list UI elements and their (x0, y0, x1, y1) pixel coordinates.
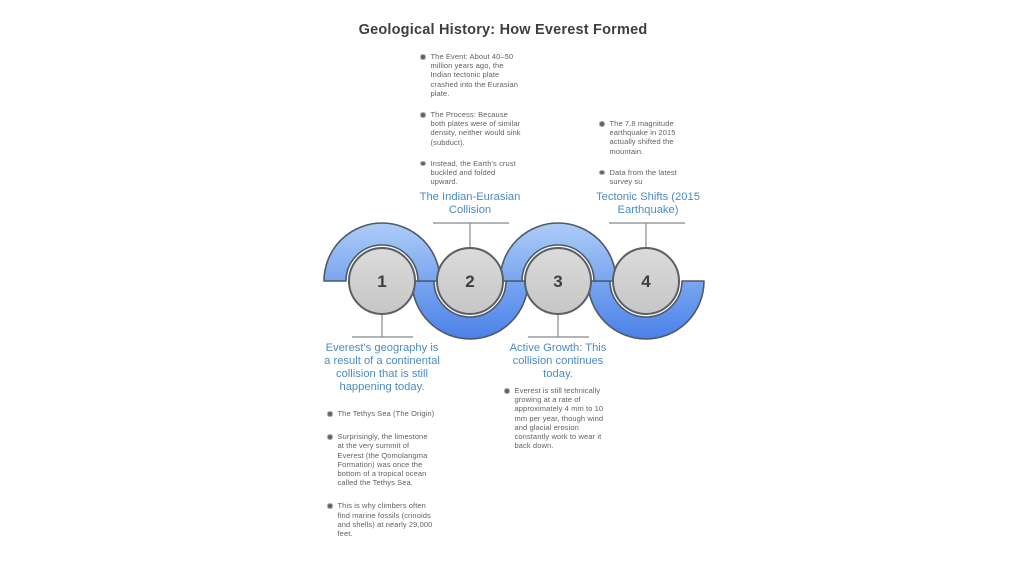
step4-notes: The 7.8 magnitude earthquake in 2015 act… (599, 119, 689, 186)
bullet-dot-icon (420, 160, 426, 167)
list-item: The 7.8 magnitude earthquake in 2015 act… (599, 119, 689, 156)
page-title: Geological History: How Everest Formed (358, 22, 648, 38)
bullet-dot-icon (420, 112, 426, 118)
note-text: Everest is still technically growing at … (514, 386, 604, 451)
bullet-dot-icon (420, 54, 426, 60)
step2-notes: The Event: About 40–50 million years ago… (420, 52, 524, 186)
note-text: The Process: Because both plates were of… (430, 110, 521, 147)
step1-notes: The Tethys Sea (The Origin) Surprisingly… (327, 409, 435, 552)
label-connectors (352, 222, 685, 338)
list-item: Surprisingly, the limestone at the very … (327, 432, 435, 487)
step1-heading: Everest's geography is a result of a con… (324, 342, 440, 393)
step2-heading: The Indian-Eurasian Collision (419, 191, 521, 216)
note-text: The Event: About 40–50 million years ago… (430, 52, 519, 98)
connector-step1 (352, 315, 413, 338)
step-number-4: 4 (641, 272, 651, 291)
step-circle-4 (612, 247, 680, 315)
bullet-dot-icon (599, 121, 605, 127)
note-text: Data from the latest survey su (609, 167, 677, 187)
bullet-dot-icon (327, 503, 333, 509)
list-item: The Event: About 40–50 million years ago… (420, 52, 524, 98)
step4-heading: Tectonic Shifts (2015 Earthquake) (596, 191, 700, 216)
step-number-3: 3 (553, 272, 562, 291)
connector-step3 (528, 315, 589, 338)
note-text: The Tethys Sea (The Origin) (337, 409, 435, 418)
bullet-dot-icon (327, 434, 333, 440)
step-circle-2 (436, 247, 504, 315)
list-item: Everest is still technically growing at … (504, 386, 614, 450)
step-circle-1 (348, 247, 416, 315)
bullet-dot-icon (327, 411, 333, 417)
list-item: Data from the latest survey su (599, 168, 689, 186)
step3-notes: Everest is still technically growing at … (504, 386, 614, 450)
list-item: Instead, the Earth's crust buckled and f… (420, 159, 524, 187)
step-circle-3 (524, 247, 592, 315)
step-number-2: 2 (465, 272, 474, 291)
list-item: The Tethys Sea (The Origin) (327, 409, 435, 418)
wave-dip-segment-4 (587, 280, 705, 340)
bullet-dot-icon (504, 388, 510, 394)
connector-step2 (433, 222, 509, 251)
note-text: This is why climbers often find marine f… (337, 501, 433, 539)
list-item: This is why climbers often find marine f… (327, 501, 435, 538)
step3-heading: Active Growth: This collision continues … (509, 342, 607, 380)
note-text: Instead, the Earth's crust buckled and f… (430, 158, 516, 187)
note-text: Surprisingly, the limestone at the very … (337, 432, 428, 488)
bullet-dot-icon (599, 169, 605, 176)
list-item: The Process: Because both plates were of… (420, 110, 524, 147)
connector-step4 (609, 222, 685, 251)
note-text: The 7.8 magnitude earthquake in 2015 act… (609, 119, 676, 156)
step-number-1: 1 (377, 272, 386, 291)
